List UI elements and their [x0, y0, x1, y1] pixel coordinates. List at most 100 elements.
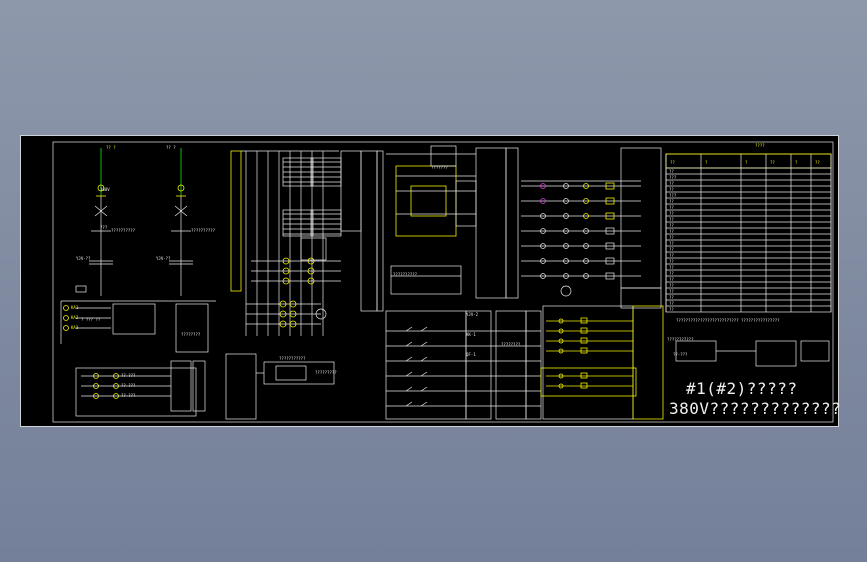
component-box — [340, 150, 362, 232]
terminal-circle — [558, 318, 564, 324]
dim-label: ?? — [669, 247, 674, 252]
terminal-circle — [63, 315, 69, 321]
component-box — [275, 365, 307, 381]
terminal-circle — [583, 183, 589, 189]
dim-label: ?? — [669, 295, 674, 300]
schematic-canvas: ??????????YJV-????????????YJV-??KA1KA2KA… — [52, 141, 841, 423]
contact-symbol — [405, 386, 428, 392]
drawing-title-line2: 380V????????????? — [669, 399, 840, 418]
contact-symbol — [405, 371, 428, 377]
component-box — [605, 257, 615, 265]
indicator-circuit-section — [521, 147, 664, 420]
frag-7: YJV-2 — [466, 312, 479, 317]
dim-label: ?? — [770, 160, 775, 165]
dim-label: ? — [795, 160, 798, 165]
dim-label: ? — [745, 160, 748, 165]
frag-8: KK-1 — [466, 332, 476, 337]
terminal-circle — [540, 258, 546, 264]
drawing-title-line1: #1(#2)????? — [686, 379, 797, 398]
component-box — [675, 340, 717, 362]
relay-panel-section — [225, 150, 384, 420]
component-box — [475, 147, 507, 299]
terminal-circle — [63, 305, 69, 311]
component-box — [170, 360, 192, 412]
component-box — [465, 310, 492, 420]
component-box — [580, 382, 588, 389]
component-box — [605, 272, 615, 280]
component-box — [455, 180, 477, 227]
component-box — [376, 150, 384, 312]
component-box — [410, 185, 447, 217]
dim-label: ?? — [669, 277, 674, 282]
dim-label: ??-??? — [121, 373, 136, 378]
component-box — [75, 285, 87, 293]
dim-label: YJV-?? — [156, 256, 171, 261]
dim-label: ??-??? — [121, 383, 136, 388]
dim-label: ?? — [669, 289, 674, 294]
dim-label: ?? — [669, 181, 674, 186]
terminal-circle — [560, 285, 572, 297]
dim-label: ?? — [669, 187, 674, 192]
terminal-circle — [583, 273, 589, 279]
component-box — [225, 353, 257, 420]
component-box — [300, 237, 327, 261]
component-box — [755, 340, 797, 367]
dim-label: ?? — [669, 265, 674, 270]
schedule-caption: ???? — [755, 143, 765, 148]
dim-label: ?? — [815, 160, 820, 165]
component-box — [390, 265, 462, 295]
terminal-circle — [583, 243, 589, 249]
component-box — [192, 360, 206, 412]
component-box — [620, 147, 662, 289]
breaker-symbol — [94, 205, 108, 217]
dim-label: ?? — [669, 241, 674, 246]
frag-11: ? ??? ?? — [81, 317, 101, 322]
component-box — [430, 145, 457, 167]
component-box — [580, 372, 588, 379]
component-box — [282, 209, 314, 237]
terminal-circle — [97, 184, 105, 192]
component-box — [505, 147, 519, 299]
component-box — [605, 242, 615, 250]
dim-label: ?? — [669, 223, 674, 228]
component-box — [605, 197, 615, 205]
terminal-circle — [563, 273, 569, 279]
component-box — [605, 182, 615, 190]
terminal-circle — [540, 228, 546, 234]
terminal-circle — [63, 325, 69, 331]
frag-9: QF-1 — [466, 352, 476, 357]
component-box — [605, 227, 615, 235]
frag-6: ??-??? — [673, 352, 688, 357]
component-box — [665, 153, 832, 169]
note-line: ?????????????????????????? ?????????????… — [676, 318, 780, 323]
component-box — [605, 212, 615, 220]
dim-label: ?????????? — [111, 228, 136, 233]
dim-label: ?? — [669, 199, 674, 204]
component-box — [580, 347, 588, 354]
contact-symbol — [405, 326, 428, 332]
terminal-circle — [558, 383, 564, 389]
frag-0: ??????????? — [279, 356, 306, 361]
terminal-circle — [558, 338, 564, 344]
breaker-symbol — [174, 205, 188, 217]
dim-label: ?? — [669, 211, 674, 216]
component-box — [540, 367, 637, 397]
component-box — [632, 305, 664, 420]
dim-label: ?? — [670, 160, 675, 165]
terminal-circle — [558, 328, 564, 334]
terminal-circle — [583, 213, 589, 219]
dim-label: ?? — [669, 259, 674, 264]
terminal-circle — [177, 184, 185, 192]
component-box — [542, 305, 634, 420]
terminal-circle — [558, 373, 564, 379]
terminal-circle — [540, 273, 546, 279]
component-box — [620, 287, 662, 309]
terminal-circle — [540, 243, 546, 249]
dim-label: ?? — [669, 307, 674, 312]
component-box — [360, 150, 378, 312]
dim-label: ? — [705, 160, 708, 165]
left-single-line-diagram: ??????????YJV-????????????YJV-??KA1KA2KA… — [60, 148, 216, 417]
terminal-circle — [563, 213, 569, 219]
component-box — [800, 340, 830, 362]
